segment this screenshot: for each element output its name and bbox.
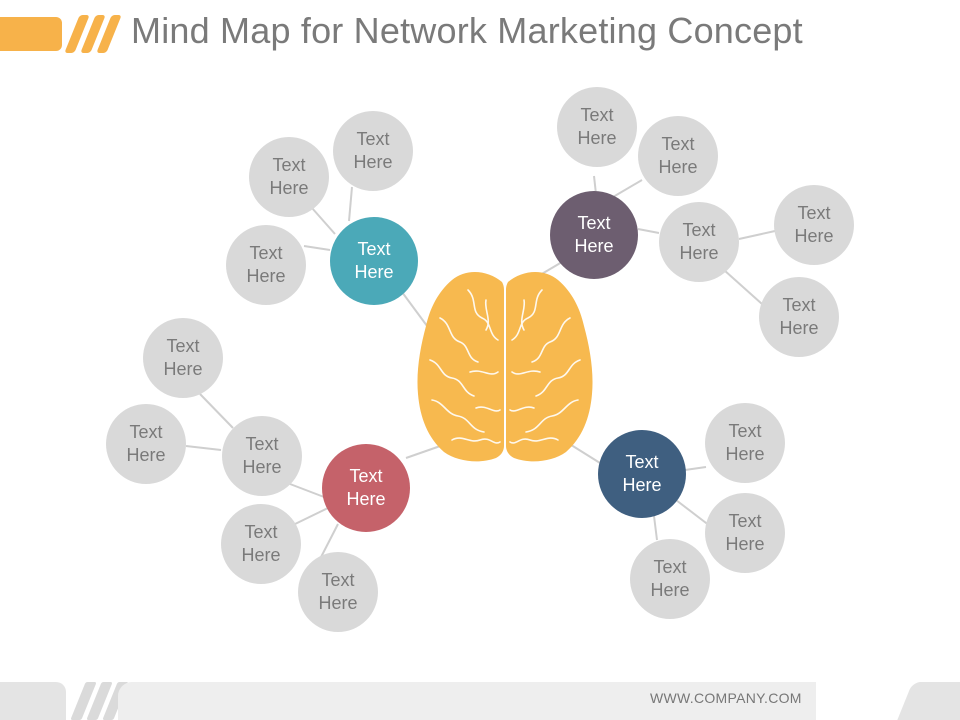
leaf-label: Text Here: [126, 422, 166, 465]
leaf-node: Text Here: [221, 504, 301, 584]
leaf-node: Text Here: [774, 185, 854, 265]
leaf-node: Text Here: [106, 404, 186, 484]
leaf-node: Text Here: [557, 87, 637, 167]
hub-label: Text Here: [346, 466, 386, 509]
hub-label: Text Here: [622, 452, 662, 495]
footer-left-block: [0, 682, 66, 720]
connector-navy-brain: [567, 442, 601, 464]
brain-icon: [417, 271, 593, 462]
leaf-node: Text Here: [705, 493, 785, 573]
leaf-node: Text Here: [630, 539, 710, 619]
connector-purple-brain: [539, 261, 563, 276]
leaf-label: Text Here: [794, 203, 834, 246]
hub-label: Text Here: [354, 239, 394, 282]
leaf-label: Text Here: [650, 557, 690, 600]
hub-navy: Text Here: [598, 430, 686, 518]
leaf-node: Text Here: [222, 416, 302, 496]
leaf-label: Text Here: [353, 129, 393, 172]
page-title: Mind Map for Network Marketing Concept: [131, 10, 803, 51]
hub-teal: Text Here: [330, 217, 418, 305]
leaf-node: Text Here: [759, 277, 839, 357]
leaf-label: Text Here: [658, 134, 698, 177]
leaf-label: Text Here: [725, 511, 765, 554]
leaf-label: Text Here: [577, 105, 617, 148]
leaf-label: Text Here: [242, 434, 282, 477]
leaf-node: Text Here: [705, 403, 785, 483]
header-accent-bar: [0, 17, 62, 51]
leaf-node: Text Here: [333, 111, 413, 191]
hub-label: Text Here: [574, 213, 614, 256]
hub-purple: Text Here: [550, 191, 638, 279]
footer-url: WWW.COMPANY.COM: [650, 690, 802, 706]
leaf-label: Text Here: [269, 155, 309, 198]
leaf-label: Text Here: [246, 243, 286, 286]
leaf-label: Text Here: [163, 336, 203, 379]
leaf-label: Text Here: [725, 421, 765, 464]
hub-red: Text Here: [322, 444, 410, 532]
leaf-label: Text Here: [779, 295, 819, 338]
leaf-node: Text Here: [226, 225, 306, 305]
leaf-label: Text Here: [241, 522, 281, 565]
leaf-node: Text Here: [143, 318, 223, 398]
leaf-node: Text Here: [659, 202, 739, 282]
leaf-label: Text Here: [679, 220, 719, 263]
leaf-node: Text Here: [298, 552, 378, 632]
leaf-node: Text Here: [638, 116, 718, 196]
leaf-node: Text Here: [249, 137, 329, 217]
footer-band: [118, 682, 816, 720]
leaf-label: Text Here: [318, 570, 358, 613]
